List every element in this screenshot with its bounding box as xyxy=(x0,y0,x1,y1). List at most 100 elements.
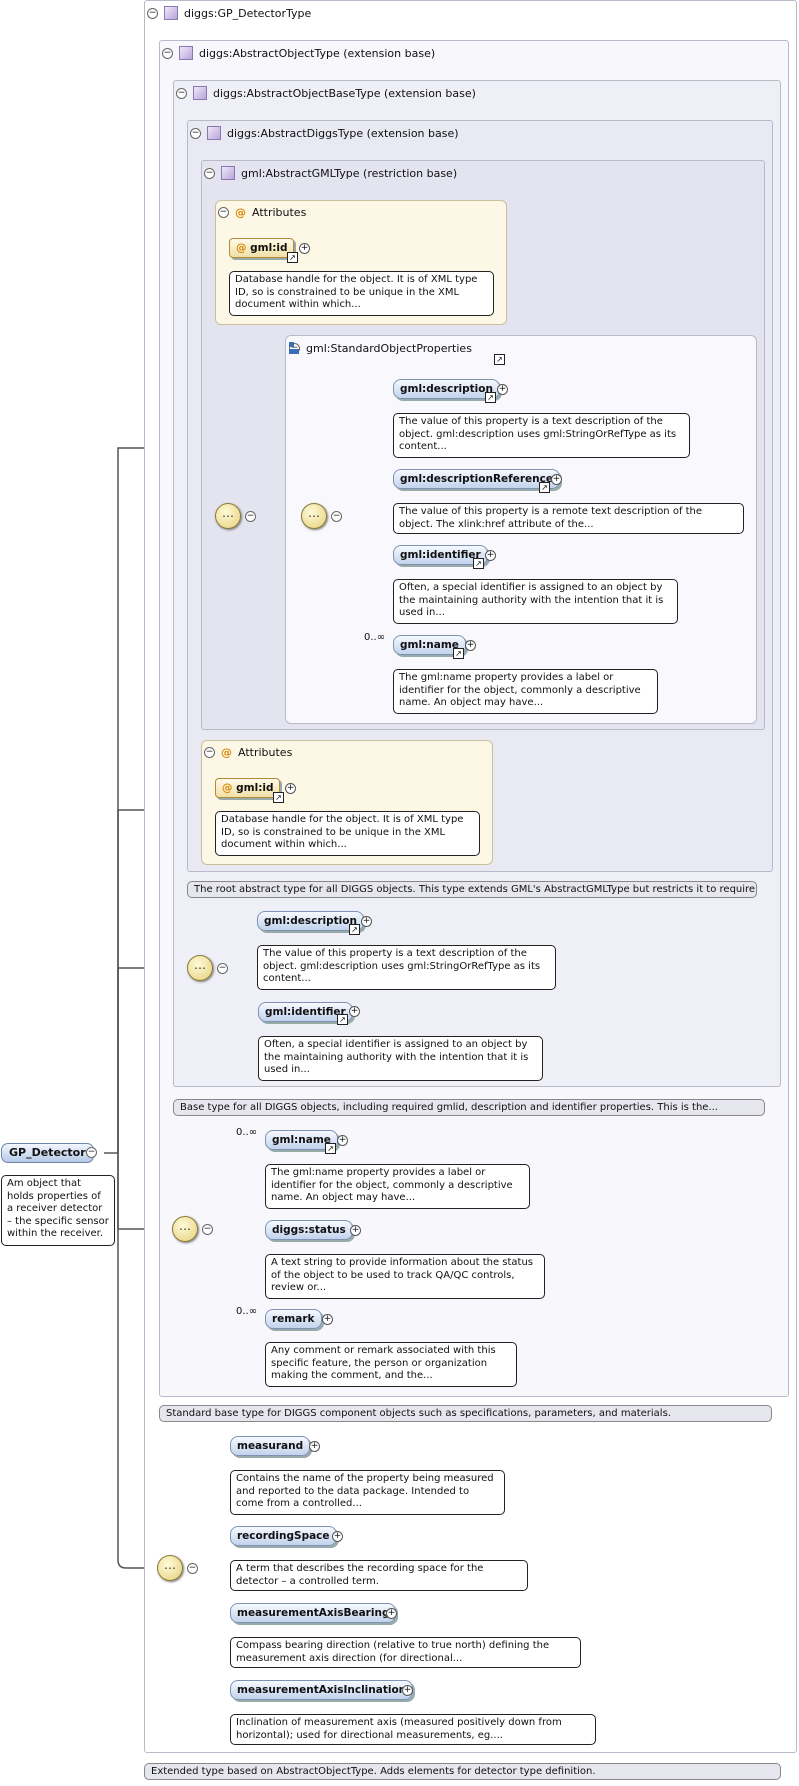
element-doc: Often, a special identifier is assigned … xyxy=(393,579,678,624)
collapse-toggle-icon[interactable]: − xyxy=(204,167,215,179)
attributes-header-gml[interactable]: − @ Attributes xyxy=(218,206,306,219)
reference-arrow-icon[interactable]: ↗ xyxy=(494,354,505,365)
expand-toggle-icon[interactable]: + xyxy=(350,1225,361,1236)
attributes-header-diggs[interactable]: − @ Attributes xyxy=(204,746,292,759)
collapse-toggle-icon[interactable]: − xyxy=(187,1563,198,1574)
collapse-toggle-icon[interactable]: − xyxy=(202,1224,213,1235)
root-element-doc: Am object that holds properties of a rec… xyxy=(1,1175,115,1246)
type-title-abstract-object: diggs:AbstractObjectType (extension base… xyxy=(199,46,436,60)
sequence-compositor-icon[interactable]: ⋯ xyxy=(187,955,213,981)
expand-toggle-icon[interactable]: + xyxy=(497,384,508,395)
type-doc-abstract-diggs: The root abstract type for all DIGGS obj… xyxy=(187,881,757,898)
element-doc: The gml:name property provides a label o… xyxy=(265,1164,530,1209)
type-header-abstract-diggs[interactable]: − diggs:AbstractDiggsType (extension bas… xyxy=(190,126,459,140)
collapse-toggle-icon[interactable]: − xyxy=(147,7,158,19)
group-title: gml:StandardObjectProperties xyxy=(306,342,472,355)
element-gml-identifier[interactable]: gml:identifier xyxy=(393,545,488,565)
attribute-icon: @ xyxy=(235,206,246,219)
attributes-label: Attributes xyxy=(238,746,293,759)
sequence-compositor-icon[interactable]: ⋯ xyxy=(157,1555,183,1581)
collapse-toggle-icon[interactable]: − xyxy=(245,511,256,522)
element-gml-description-reference[interactable]: gml:descriptionReference xyxy=(393,469,560,489)
reference-arrow-icon[interactable]: ↗ xyxy=(453,648,464,659)
attribute-gml-id[interactable]: @ gml:id xyxy=(229,238,294,258)
expand-toggle-icon[interactable]: + xyxy=(485,550,496,561)
reference-arrow-icon[interactable]: ↗ xyxy=(325,1143,336,1154)
element-doc: A term that describes the recording spac… xyxy=(230,1560,528,1591)
occurrence-label: 0..∞ xyxy=(236,1306,258,1317)
type-doc-abstract-object: Standard base type for DIGGS component o… xyxy=(159,1405,772,1422)
element-gml-description[interactable]: gml:description xyxy=(257,911,364,931)
expand-toggle-icon[interactable]: + xyxy=(402,1685,413,1696)
element-remark[interactable]: remark xyxy=(265,1309,322,1329)
reference-arrow-icon[interactable]: ↗ xyxy=(349,924,360,935)
attribute-label: gml:id xyxy=(236,782,274,794)
complex-type-icon xyxy=(164,6,178,20)
expand-toggle-icon[interactable]: + xyxy=(337,1135,348,1146)
element-gml-name[interactable]: gml:name xyxy=(393,635,466,655)
attribute-doc: Database handle for the object. It is of… xyxy=(215,811,480,856)
expand-toggle-icon[interactable]: + xyxy=(299,243,310,254)
type-doc-detector: Extended type based on AbstractObjectTyp… xyxy=(144,1763,781,1780)
element-doc: Often, a special identifier is assigned … xyxy=(258,1036,543,1081)
element-gml-name[interactable]: gml:name xyxy=(265,1130,338,1150)
collapse-toggle-icon[interactable]: − xyxy=(331,511,342,522)
element-measurement-axis-bearing[interactable]: measurementAxisBearing xyxy=(230,1603,397,1623)
collapse-toggle-icon[interactable]: − xyxy=(217,963,228,974)
attribute-icon: @ xyxy=(222,782,233,794)
expand-toggle-icon[interactable]: + xyxy=(349,1006,360,1017)
expand-toggle-icon[interactable]: + xyxy=(322,1314,333,1325)
expand-toggle-icon[interactable]: + xyxy=(332,1531,343,1542)
reference-arrow-icon[interactable]: ↗ xyxy=(287,252,298,263)
collapse-toggle-icon[interactable]: − xyxy=(176,87,187,99)
collapse-toggle-icon[interactable]: − xyxy=(218,207,229,218)
reference-arrow-icon[interactable]: ↗ xyxy=(539,482,550,493)
reference-arrow-icon[interactable]: ↗ xyxy=(473,558,484,569)
type-header-abstract-object[interactable]: − diggs:AbstractObjectType (extension ba… xyxy=(162,46,435,60)
sequence-compositor-icon[interactable]: ⋯ xyxy=(301,503,327,529)
reference-arrow-icon[interactable]: ↗ xyxy=(485,392,496,403)
sequence-compositor-icon[interactable]: ⋯ xyxy=(172,1216,198,1242)
collapse-toggle-icon[interactable]: − xyxy=(190,127,201,139)
element-doc: A text string to provide information abo… xyxy=(265,1254,545,1299)
attribute-label: gml:id xyxy=(250,242,288,254)
type-title-abstract-gml: gml:AbstractGMLType (restriction base) xyxy=(241,166,458,180)
expand-toggle-icon[interactable]: + xyxy=(386,1608,397,1619)
type-doc-abstract-object-base: Base type for all DIGGS objects, includi… xyxy=(173,1099,765,1116)
element-doc: Compass bearing direction (relative to t… xyxy=(230,1637,581,1668)
attribute-gml-id[interactable]: @ gml:id xyxy=(215,778,280,798)
expand-toggle-icon[interactable]: + xyxy=(465,640,476,651)
element-doc: The gml:name property provides a label o… xyxy=(393,669,658,714)
reference-arrow-icon[interactable]: ↗ xyxy=(273,792,284,803)
root-element-gp-detector[interactable]: GP_Detector xyxy=(1,1143,94,1163)
complex-type-icon xyxy=(193,86,207,100)
group-header-standard-object-properties[interactable]: − gml:StandardObjectProperties xyxy=(289,341,472,356)
element-measurement-axis-inclination[interactable]: measurementAxisInclination xyxy=(230,1680,414,1700)
expand-toggle-icon[interactable]: + xyxy=(551,474,562,485)
type-title-detector: diggs:GP_DetectorType xyxy=(184,6,312,20)
expand-toggle-icon[interactable]: + xyxy=(309,1441,320,1452)
element-doc: Any comment or remark associated with th… xyxy=(265,1342,517,1387)
element-doc: The value of this property is a text des… xyxy=(393,413,690,458)
sequence-compositor-icon[interactable]: ⋯ xyxy=(215,503,241,529)
element-recording-space[interactable]: recordingSpace xyxy=(230,1526,337,1546)
collapse-toggle-icon[interactable]: − xyxy=(162,47,173,59)
expand-toggle-icon[interactable]: + xyxy=(285,783,296,794)
type-title-abstract-diggs: diggs:AbstractDiggsType (extension base) xyxy=(227,126,459,140)
type-header-detector[interactable]: − diggs:GP_DetectorType xyxy=(147,6,311,20)
element-gml-description[interactable]: gml:description xyxy=(393,379,500,399)
expand-toggle-icon[interactable]: + xyxy=(361,916,372,927)
type-title-abstract-object-base: diggs:AbstractObjectBaseType (extension … xyxy=(213,86,476,100)
collapse-toggle-icon[interactable]: − xyxy=(204,747,215,758)
type-header-abstract-object-base[interactable]: − diggs:AbstractObjectBaseType (extensio… xyxy=(176,86,476,100)
group-icon xyxy=(289,341,303,356)
element-doc: Contains the name of the property being … xyxy=(230,1470,505,1515)
element-diggs-status[interactable]: diggs:status xyxy=(265,1220,353,1240)
reference-arrow-icon[interactable]: ↗ xyxy=(337,1014,348,1025)
element-measurand[interactable]: measurand xyxy=(230,1436,311,1456)
attribute-doc: Database handle for the object. It is of… xyxy=(229,271,494,316)
attribute-icon: @ xyxy=(221,746,232,759)
element-doc: Inclination of measurement axis (measure… xyxy=(230,1714,596,1745)
collapse-toggle-icon[interactable]: − xyxy=(86,1147,97,1158)
type-header-abstract-gml[interactable]: − gml:AbstractGMLType (restriction base) xyxy=(204,166,457,180)
